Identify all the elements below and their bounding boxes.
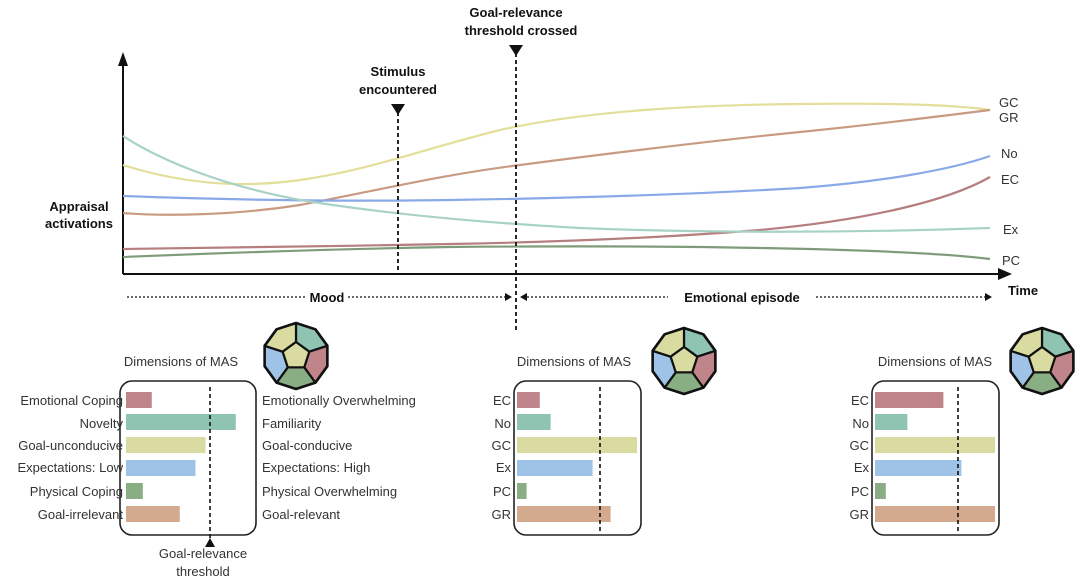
- panel-title: Dimensions of MAS: [878, 354, 992, 369]
- panel0-left-label-no: Novelty: [80, 416, 124, 431]
- threshold-arrowhead: [205, 538, 215, 547]
- panel0-right-label-gr: Goal-relevant: [262, 507, 340, 522]
- bar-no: [517, 414, 551, 430]
- curve-label-gr: GR: [999, 110, 1019, 125]
- bar-gr: [126, 506, 180, 522]
- panel0-left-label-ec: Emotional Coping: [20, 393, 123, 408]
- stimulus-label-line1: Stimulus: [371, 64, 426, 79]
- episode-arrowhead-right: [985, 293, 992, 301]
- panel1-label-no: No: [494, 416, 511, 431]
- mas-panel-stimulus: [513, 380, 642, 536]
- mas-panel-mood: [119, 380, 257, 547]
- curve-ec: [122, 176, 991, 251]
- curve-gc: [122, 102, 991, 186]
- bar-gr: [517, 506, 611, 522]
- panel0-left-label-gc: Goal-unconducive: [18, 438, 123, 453]
- panel2-label-pc: PC: [851, 484, 869, 499]
- y-axis-label-line2: activations: [45, 216, 113, 231]
- dodecahedron-icon: [263, 321, 329, 391]
- stimulus-label-line2: encountered: [359, 82, 437, 97]
- mood-label: Mood: [310, 290, 345, 305]
- threshold-label-line2: threshold: [176, 564, 229, 579]
- panel0-left-label-gr: Goal-irrelevant: [38, 507, 124, 522]
- dodeca-outline: [263, 321, 329, 391]
- curve-label-gc: GC: [999, 95, 1019, 110]
- dodecahedron-icon: [651, 326, 717, 396]
- bar-ec: [517, 392, 540, 408]
- bar-ex: [517, 460, 593, 476]
- panel1-label-gr: GR: [492, 507, 512, 522]
- bar-ec: [875, 392, 944, 408]
- panel-frame: [119, 380, 257, 536]
- panel0-right-label-pc: Physical Overwhelming: [262, 484, 397, 499]
- time-label: Time: [1008, 283, 1038, 298]
- curve-pc: [122, 245, 991, 261]
- panel2-label-gr: GR: [850, 507, 870, 522]
- bar-gc: [517, 437, 637, 453]
- bar-pc: [875, 483, 886, 499]
- panel2-label-no: No: [852, 416, 869, 431]
- curve-gr: [122, 108, 991, 216]
- bar-ex: [875, 460, 962, 476]
- y-axis-label-line1: Appraisal: [49, 199, 108, 214]
- panel0-right-label-no: Familiarity: [262, 416, 322, 431]
- dodeca-center-face: [1027, 345, 1057, 374]
- x-axis-arrowhead: [998, 268, 1012, 280]
- bar-no: [875, 414, 908, 430]
- curve-label-ex: Ex: [1003, 222, 1019, 237]
- mood-arrowhead: [505, 293, 512, 301]
- appraisal-curves: [122, 102, 991, 261]
- curve-no: [122, 154, 991, 202]
- bar-pc: [126, 483, 143, 499]
- dodeca-center-face: [669, 345, 699, 374]
- panel-title: Dimensions of MAS: [517, 354, 631, 369]
- threshold-label-line1: Goal-relevance: [159, 546, 247, 561]
- panel0-right-label-gc: Goal-conducive: [262, 438, 352, 453]
- panel0-left-label-pc: Physical Coping: [30, 484, 123, 499]
- bar-no: [126, 414, 236, 430]
- panel-title: Dimensions of MAS: [124, 354, 238, 369]
- panel1-label-pc: PC: [493, 484, 511, 499]
- dodeca-outline: [651, 326, 717, 396]
- panel0-right-label-ex: Expectations: High: [262, 460, 370, 475]
- bar-ec: [126, 392, 152, 408]
- y-axis-arrowhead: [118, 52, 128, 66]
- curve-label-no: No: [1001, 146, 1018, 161]
- goal-threshold-label-line1: Goal-relevance: [469, 5, 562, 20]
- dodeca-center-face: [281, 340, 311, 369]
- bar-gr: [875, 506, 995, 522]
- panel2-label-ec: EC: [851, 393, 869, 408]
- panel1-label-ec: EC: [493, 393, 511, 408]
- stimulus-marker-triangle: [391, 104, 405, 115]
- dodeca-outline: [1009, 326, 1075, 396]
- panel0-right-label-ec: Emotionally Overwhelming: [262, 393, 416, 408]
- bar-gc: [126, 437, 206, 453]
- dodecahedron-icon: [1009, 326, 1075, 396]
- panel2-label-ex: Ex: [854, 460, 870, 475]
- panel2-label-gc: GC: [850, 438, 870, 453]
- curve-ex: [122, 135, 991, 233]
- panel1-label-ex: Ex: [496, 460, 512, 475]
- emotional-episode-label: Emotional episode: [684, 290, 800, 305]
- mas-panel-episode: [871, 380, 1000, 536]
- episode-arrowhead: [520, 293, 527, 301]
- bar-ex: [126, 460, 196, 476]
- curve-label-ec: EC: [1001, 172, 1019, 187]
- curve-label-pc: PC: [1002, 253, 1020, 268]
- goal-threshold-marker-triangle: [509, 45, 523, 56]
- panel-frame: [871, 380, 1000, 536]
- panel1-label-gc: GC: [492, 438, 512, 453]
- bar-gc: [875, 437, 995, 453]
- panel-frame: [513, 380, 642, 536]
- goal-threshold-label-line2: threshold crossed: [465, 23, 578, 38]
- bar-pc: [517, 483, 527, 499]
- panel0-left-label-ex: Expectations: Low: [17, 460, 123, 475]
